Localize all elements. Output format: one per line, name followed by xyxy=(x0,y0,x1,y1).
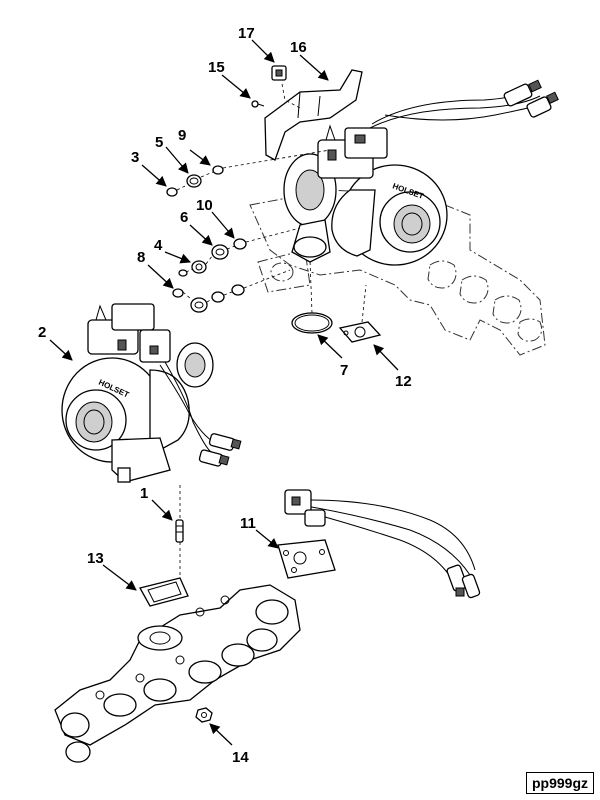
seal-9 xyxy=(212,165,224,175)
clip-17 xyxy=(271,65,287,81)
gasket-13 xyxy=(139,577,189,607)
callout-3: 3 xyxy=(131,149,139,166)
seal-4-small xyxy=(178,269,188,277)
callout-12: 12 xyxy=(395,373,412,390)
figure-reference-code: pp999gz xyxy=(525,772,594,794)
connector-upper-b xyxy=(526,91,559,118)
upper-exhaust-manifold-phantom xyxy=(249,189,546,356)
washer-6 xyxy=(211,244,229,260)
callout-6: 6 xyxy=(180,209,188,226)
bracket-16 xyxy=(264,69,363,161)
seal-3 xyxy=(166,187,178,197)
washer-4 xyxy=(191,260,207,274)
screw-15 xyxy=(251,100,265,108)
seal-5 xyxy=(186,174,202,188)
upper-turbocharger: HOLSET xyxy=(264,69,559,266)
callout-8: 8 xyxy=(137,249,145,266)
gasket-11 xyxy=(277,539,336,579)
callout-15: 15 xyxy=(208,59,225,76)
connector-upper-a xyxy=(503,79,542,107)
callout-2: 2 xyxy=(38,324,46,341)
callout-5: 5 xyxy=(155,134,163,151)
washer-8c xyxy=(211,291,225,303)
callout-1: 1 xyxy=(140,485,148,502)
callout-14: 14 xyxy=(232,749,249,766)
callout-11: 11 xyxy=(240,515,256,532)
connector-mid-a xyxy=(208,433,242,451)
callout-9: 9 xyxy=(178,127,186,144)
connector-mid-b xyxy=(198,449,230,467)
seal-8d xyxy=(231,284,245,296)
seal-8 xyxy=(172,288,184,298)
gasket-12 xyxy=(338,321,382,343)
callout-4: 4 xyxy=(154,237,163,254)
exhaust-manifold-lower xyxy=(54,584,301,763)
stud-1 xyxy=(175,519,184,543)
callout-10: 10 xyxy=(196,197,213,214)
washer-8b xyxy=(190,297,208,313)
callout-7: 7 xyxy=(340,362,348,379)
connector-harness-a xyxy=(446,564,468,597)
seal-10 xyxy=(233,238,247,250)
harness-assembly xyxy=(284,489,481,599)
callout-13: 13 xyxy=(87,550,104,567)
nut-14 xyxy=(195,707,213,723)
callout-labels: 17 16 15 9 5 3 10 6 4 8 7 12 2 1 11 13 1… xyxy=(38,25,412,766)
connector-harness-b xyxy=(461,573,481,599)
callout-17: 17 xyxy=(238,25,255,42)
gasket-7 xyxy=(291,312,333,334)
turbocharger-2: HOLSET xyxy=(61,303,242,483)
leader-lines xyxy=(49,39,399,746)
callout-16: 16 xyxy=(290,39,307,56)
